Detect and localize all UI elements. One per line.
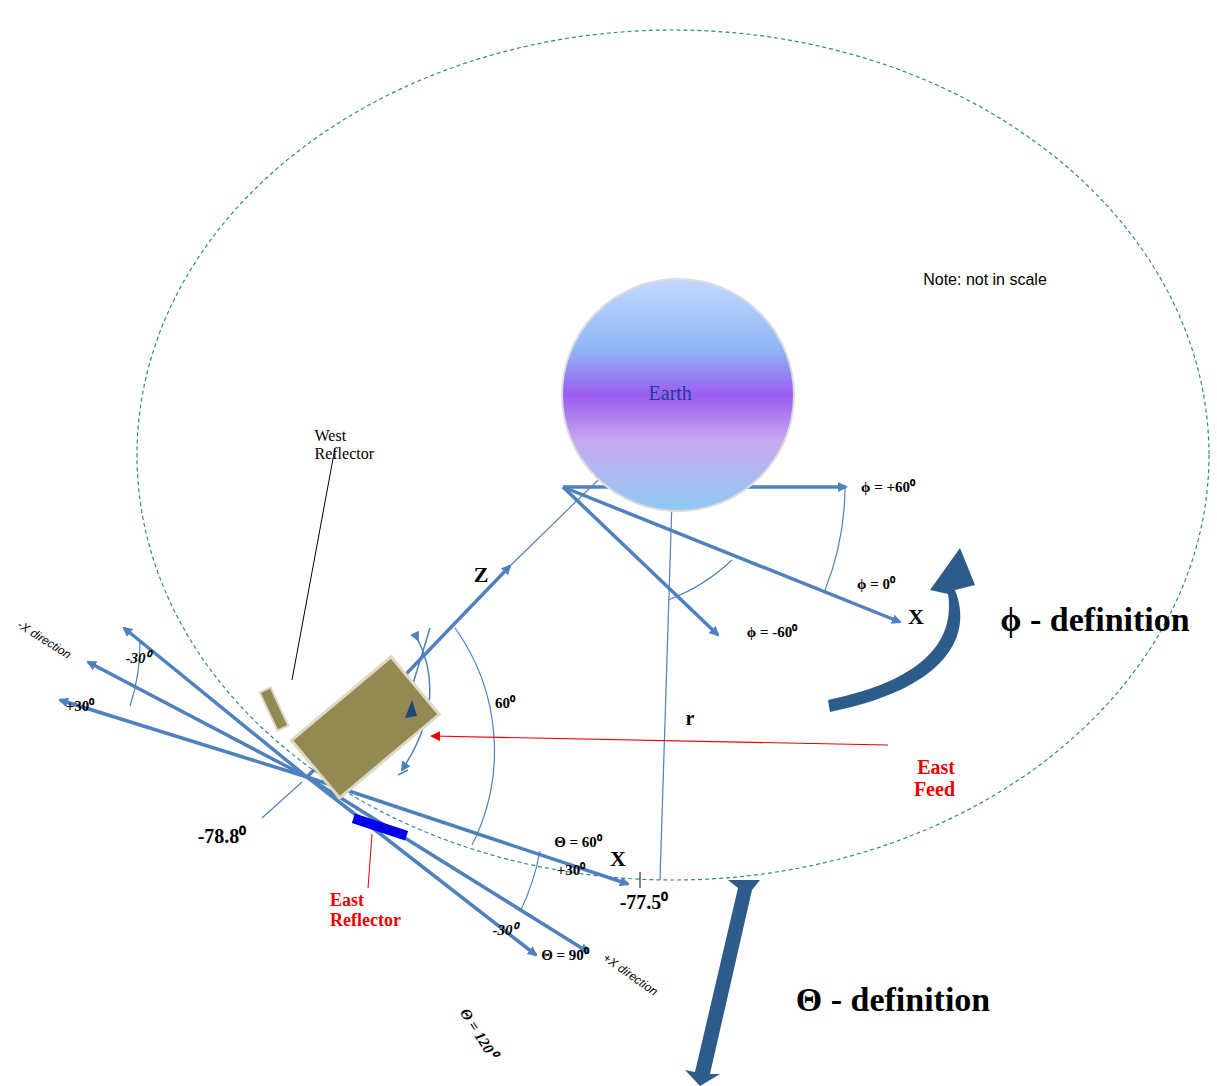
note: Note: not in scale bbox=[923, 271, 1047, 289]
orbit bbox=[137, 30, 1209, 880]
definition-label: Θ - definition bbox=[796, 981, 991, 1018]
phi-arrow bbox=[828, 548, 975, 712]
leader-line bbox=[292, 448, 335, 680]
direction-label: +X direction bbox=[600, 951, 660, 998]
west-reflector bbox=[260, 687, 289, 730]
angle-label: 60⁰ bbox=[495, 695, 515, 712]
angle-label: +30⁰ bbox=[66, 698, 95, 715]
axis-label: X bbox=[908, 605, 924, 629]
angle-label: ϕ = -60⁰ bbox=[747, 624, 797, 641]
leader-line bbox=[640, 872, 641, 888]
part-name: East Reflector bbox=[330, 891, 410, 931]
axis-label: r bbox=[686, 707, 695, 729]
theta-arrow bbox=[685, 880, 760, 1086]
direction-label: -X direction bbox=[15, 618, 73, 661]
leader-line bbox=[432, 736, 888, 745]
angle-label: -30⁰ bbox=[126, 650, 151, 667]
angle-label: Θ = 60⁰ bbox=[554, 834, 602, 851]
angle-label: Θ = 120⁰ bbox=[456, 1005, 499, 1060]
axes bbox=[60, 487, 900, 955]
leader-line bbox=[368, 834, 372, 888]
axis-label: X bbox=[610, 847, 626, 871]
earth-circle: Earth bbox=[560, 277, 796, 513]
east-feed-mark bbox=[405, 700, 417, 718]
angle-label: ϕ = 0⁰ bbox=[857, 576, 895, 593]
longitude-label: -77.5⁰ bbox=[620, 891, 669, 913]
angle-label: Θ = 90⁰ bbox=[541, 947, 589, 964]
part-name: East Feed bbox=[895, 756, 955, 800]
east-reflector bbox=[352, 814, 408, 841]
axis-label: Z bbox=[474, 563, 489, 587]
node-label: Earth bbox=[649, 382, 692, 404]
feed-box bbox=[291, 657, 439, 798]
angle-label: ϕ = +60⁰ bbox=[861, 479, 915, 496]
part-name: West Reflector bbox=[315, 427, 390, 462]
angle-label: +30⁰ bbox=[557, 862, 586, 879]
longitude-label: -78.8⁰ bbox=[198, 825, 247, 847]
angle-label: -30⁰ bbox=[493, 922, 518, 939]
definition-label: ϕ - definition bbox=[1000, 601, 1189, 638]
